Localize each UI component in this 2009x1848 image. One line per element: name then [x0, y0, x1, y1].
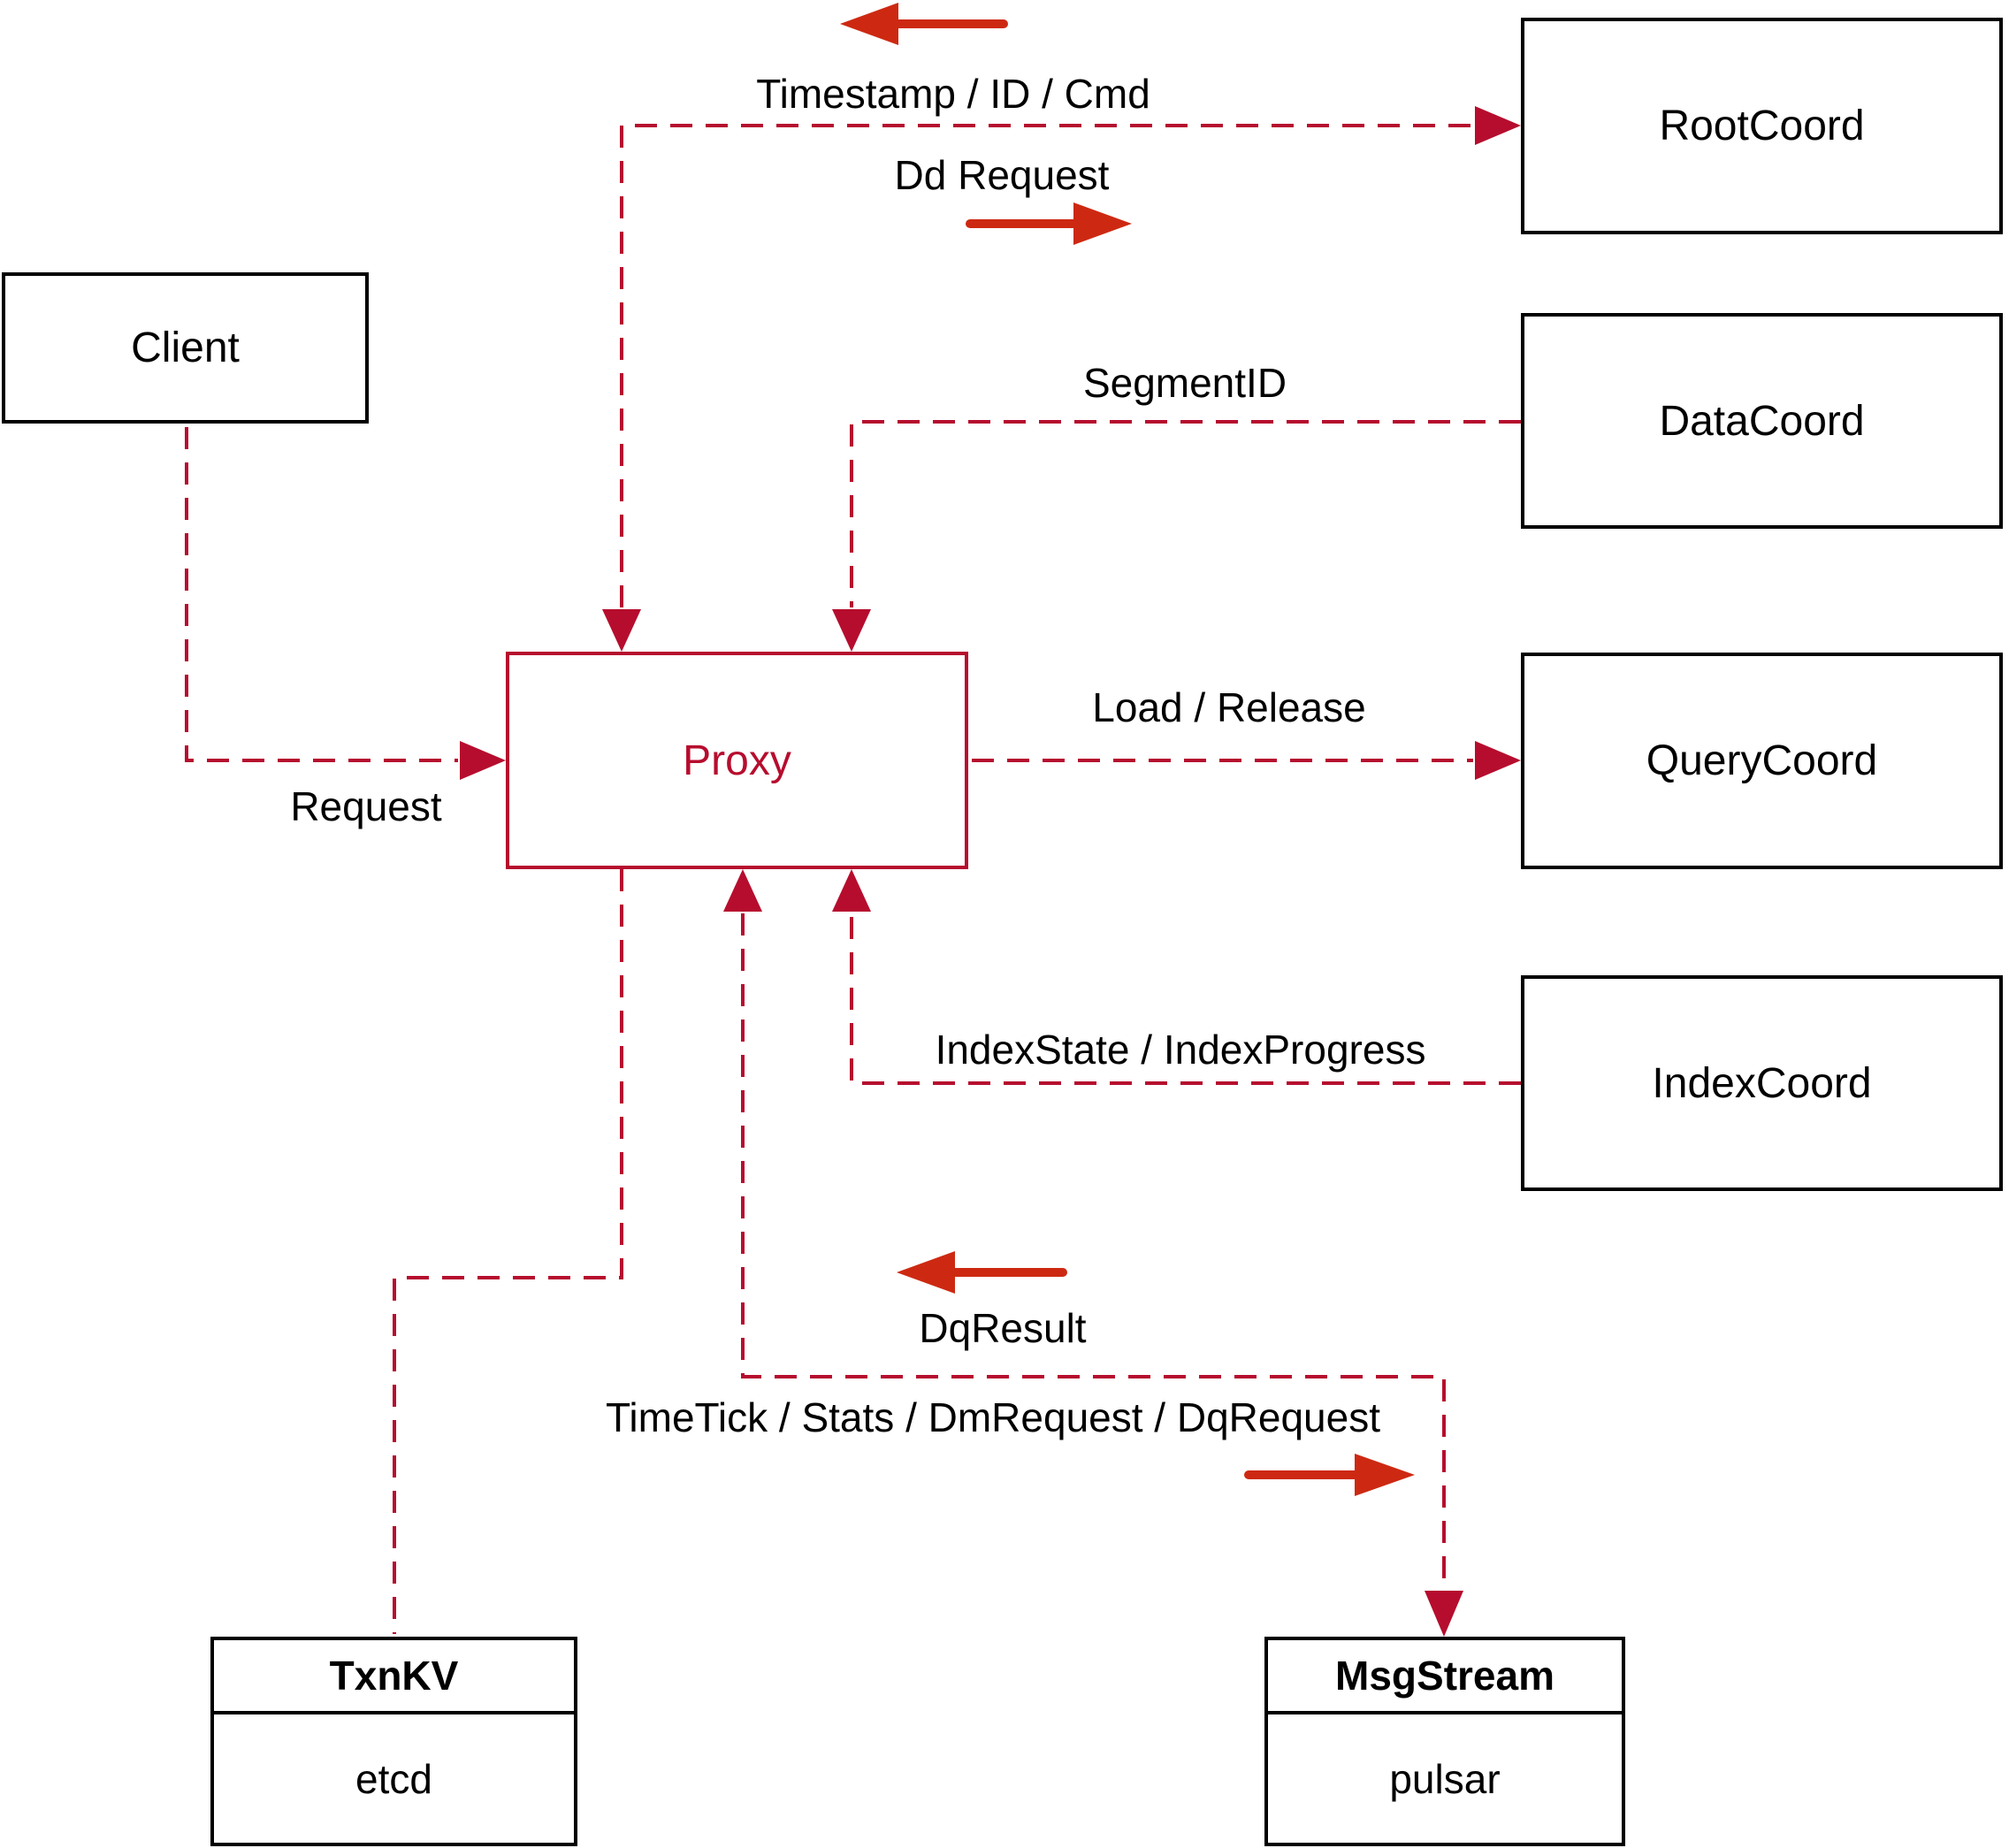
edge-label-timetick-stats: TimeTick / Stats / DmRequest / DqRequest — [606, 1394, 1380, 1440]
node-indexcoord-label: IndexCoord — [1652, 1059, 1872, 1107]
arrowhead-into-rootcoord — [1475, 106, 1521, 145]
direction-arrow-ddrequest-right — [966, 202, 1132, 245]
node-querycoord-label: QueryCoord — [1646, 737, 1878, 784]
edge-label-dd-request: Dd Request — [894, 152, 1110, 198]
node-proxy-label: Proxy — [683, 737, 791, 784]
edge-label-dq-result: DqResult — [919, 1305, 1087, 1351]
arrowhead-into-proxy-bottom-right — [832, 869, 871, 912]
edge-label-segment-id: SegmentID — [1082, 360, 1287, 406]
edge-indexcoord-to-proxy — [832, 869, 1521, 1085]
node-msgstream-title: MsgStream — [1268, 1640, 1622, 1714]
node-rootcoord-label: RootCoord — [1659, 103, 1865, 149]
arrowhead-into-msgstream — [1425, 1591, 1463, 1637]
node-rootcoord: RootCoord — [1521, 18, 2003, 234]
node-msgstream: MsgStream pulsar — [1264, 1637, 1625, 1846]
arrowhead-into-proxy-bottom-left — [723, 869, 762, 912]
edge-proxy-msgstream — [723, 869, 1463, 1637]
edge-label-index-state-progress: IndexState / IndexProgress — [935, 1027, 1426, 1073]
node-txnkv-title: TxnKV — [214, 1640, 574, 1714]
edge-datacoord-to-proxy — [832, 420, 1521, 652]
node-datacoord: DataCoord — [1521, 313, 2003, 529]
edge-label-request: Request — [290, 783, 442, 829]
direction-arrow-dqresult-left — [897, 1251, 1067, 1294]
arrowhead-into-querycoord — [1475, 741, 1521, 780]
node-querycoord: QueryCoord — [1521, 653, 2003, 869]
node-txnkv-subtitle: etcd — [355, 1755, 432, 1802]
node-msgstream-subtitle: pulsar — [1389, 1755, 1501, 1802]
edge-proxy-rootcoord — [602, 106, 1521, 652]
edge-proxy-to-querycoord — [972, 741, 1521, 780]
arrowhead-into-proxy-top-right — [832, 609, 871, 652]
arrowhead-into-proxy-left — [460, 741, 506, 780]
edge-label-load-release: Load / Release — [1092, 684, 1366, 730]
edge-client-to-proxy — [185, 427, 506, 780]
node-indexcoord: IndexCoord — [1521, 975, 2003, 1191]
node-txnkv: TxnKV etcd — [210, 1637, 577, 1846]
node-proxy: Proxy — [506, 652, 968, 869]
node-datacoord-label: DataCoord — [1659, 397, 1865, 445]
node-client: Client — [2, 272, 369, 424]
direction-arrow-timestamp-left — [840, 3, 1008, 45]
direction-arrow-timetick-right — [1244, 1454, 1415, 1496]
edge-label-timestamp-id-cmd: Timestamp / ID / Cmd — [756, 71, 1150, 117]
arrowhead-into-proxy-top-left — [602, 609, 641, 652]
node-client-label: Client — [131, 325, 240, 371]
edge-proxy-txnkv — [393, 869, 623, 1634]
